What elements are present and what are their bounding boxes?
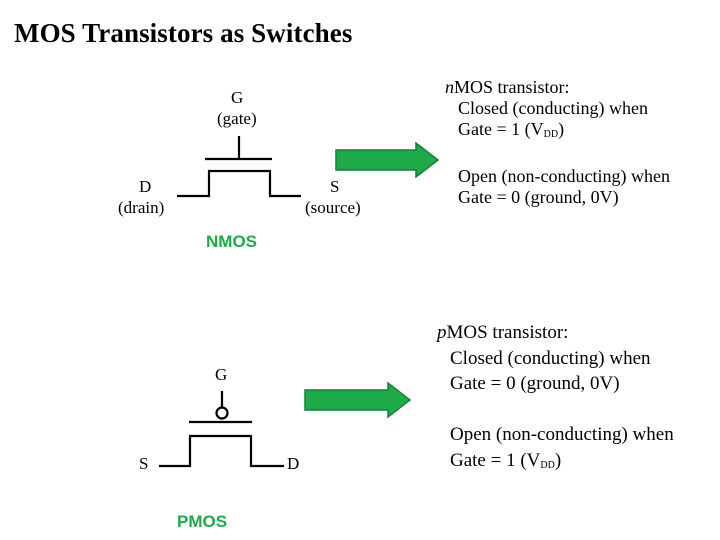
pmos-channel xyxy=(159,434,284,468)
nmos-drain-label: (drain) xyxy=(118,198,165,217)
nmos-closed-end: ) xyxy=(558,119,565,139)
pmos-closed: Closed (conducting) when xyxy=(450,347,651,369)
pmos-symbol xyxy=(159,391,284,468)
nmos-name: NMOS xyxy=(206,232,257,251)
nmos-gate-label: (gate) xyxy=(217,109,257,128)
pmos-vdd-sub: DD xyxy=(540,459,555,471)
pmos-name: PMOS xyxy=(177,512,228,531)
nmos-source-label: (source) xyxy=(305,198,361,217)
nmos-gate-letter: G xyxy=(231,88,244,107)
nmos-closed-cond: Gate = 1 (V xyxy=(458,119,544,139)
pmos-closed-cond: Gate = 0 (ground, 0V) xyxy=(450,373,620,394)
pmos-gate-letter: G xyxy=(215,365,228,384)
pmos-prefix: p xyxy=(437,322,447,343)
pmos-open-end: ) xyxy=(554,449,562,471)
nmos-symbol xyxy=(177,136,301,198)
nmos-vdd-sub: DD xyxy=(543,129,559,140)
nmos-drain-letter: D xyxy=(139,177,152,196)
nmos-open-cond: Gate = 0 (ground, 0V) xyxy=(458,187,619,207)
pmos-arrow xyxy=(304,381,412,419)
nmos-closed: Closed (conducting) when xyxy=(458,98,648,118)
nmos-heading: MOS transistor: xyxy=(454,77,570,97)
nmos-prefix: n xyxy=(445,77,454,97)
pmos-open-cond: Gate = 1 (V xyxy=(450,449,541,471)
nmos-open: Open (non-conducting) when xyxy=(458,166,670,186)
pmos-heading: MOS transistor: xyxy=(446,322,569,343)
page-title: MOS Transistors as Switches xyxy=(14,18,353,48)
nmos-channel xyxy=(177,169,301,198)
nmos-source-letter: S xyxy=(330,177,340,196)
nmos-description: nMOS transistor: Closed (conducting) whe… xyxy=(445,77,670,208)
pmos-gate-bubble xyxy=(215,406,229,420)
pmos-description: pMOS transistor: Closed (conducting) whe… xyxy=(437,320,674,478)
nmos-arrow xyxy=(335,141,440,179)
pmos-open: Open (non-conducting) when xyxy=(450,424,674,445)
pmos-source-letter: S xyxy=(139,454,149,473)
pmos-drain-letter: D xyxy=(287,454,300,473)
